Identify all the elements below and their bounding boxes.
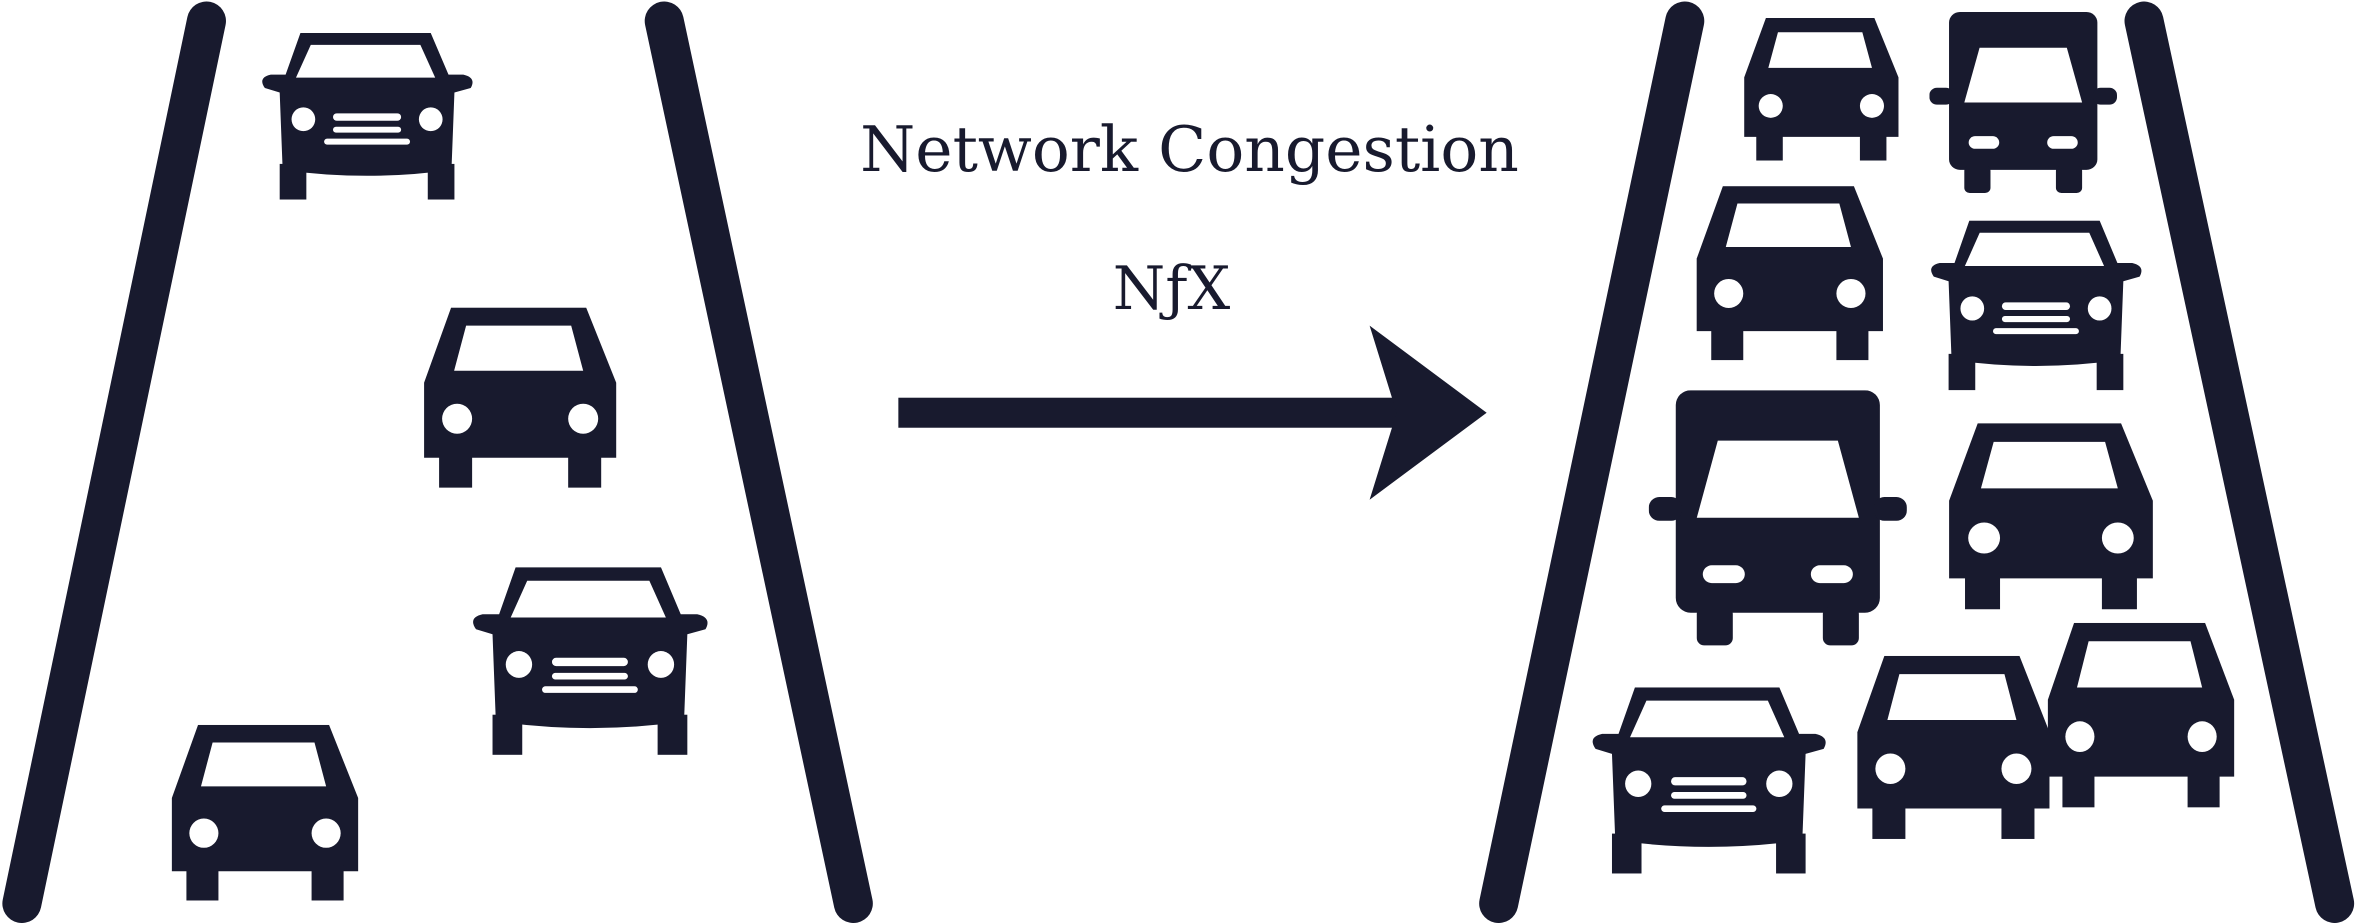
car-icon xyxy=(1857,655,2050,839)
title: Network Congestion xyxy=(860,112,1519,186)
sedan-icon xyxy=(262,33,473,200)
truck-icon xyxy=(1648,390,1907,646)
left-road xyxy=(2,1,873,923)
road-edge-left xyxy=(1479,1,1705,923)
car-icon xyxy=(1949,423,2153,610)
car-icon xyxy=(1696,186,1883,361)
sedan-icon xyxy=(1592,687,1826,874)
car-icon xyxy=(171,724,359,901)
truck-icon xyxy=(1929,12,2118,194)
labels: Network Congestion NƒX xyxy=(860,112,1519,324)
subtitle: NƒX xyxy=(1113,254,1231,324)
car-icon xyxy=(2047,622,2235,808)
road-edge-right xyxy=(644,1,873,923)
road-edge-right xyxy=(2124,1,2355,923)
right-arrow-icon xyxy=(898,325,1487,500)
sedan-icon xyxy=(1931,220,2142,391)
right-road xyxy=(1479,1,2355,923)
car-icon xyxy=(1744,18,1899,161)
road-edge-left xyxy=(2,1,226,923)
sedan-icon xyxy=(473,567,708,755)
car-icon xyxy=(424,307,617,488)
